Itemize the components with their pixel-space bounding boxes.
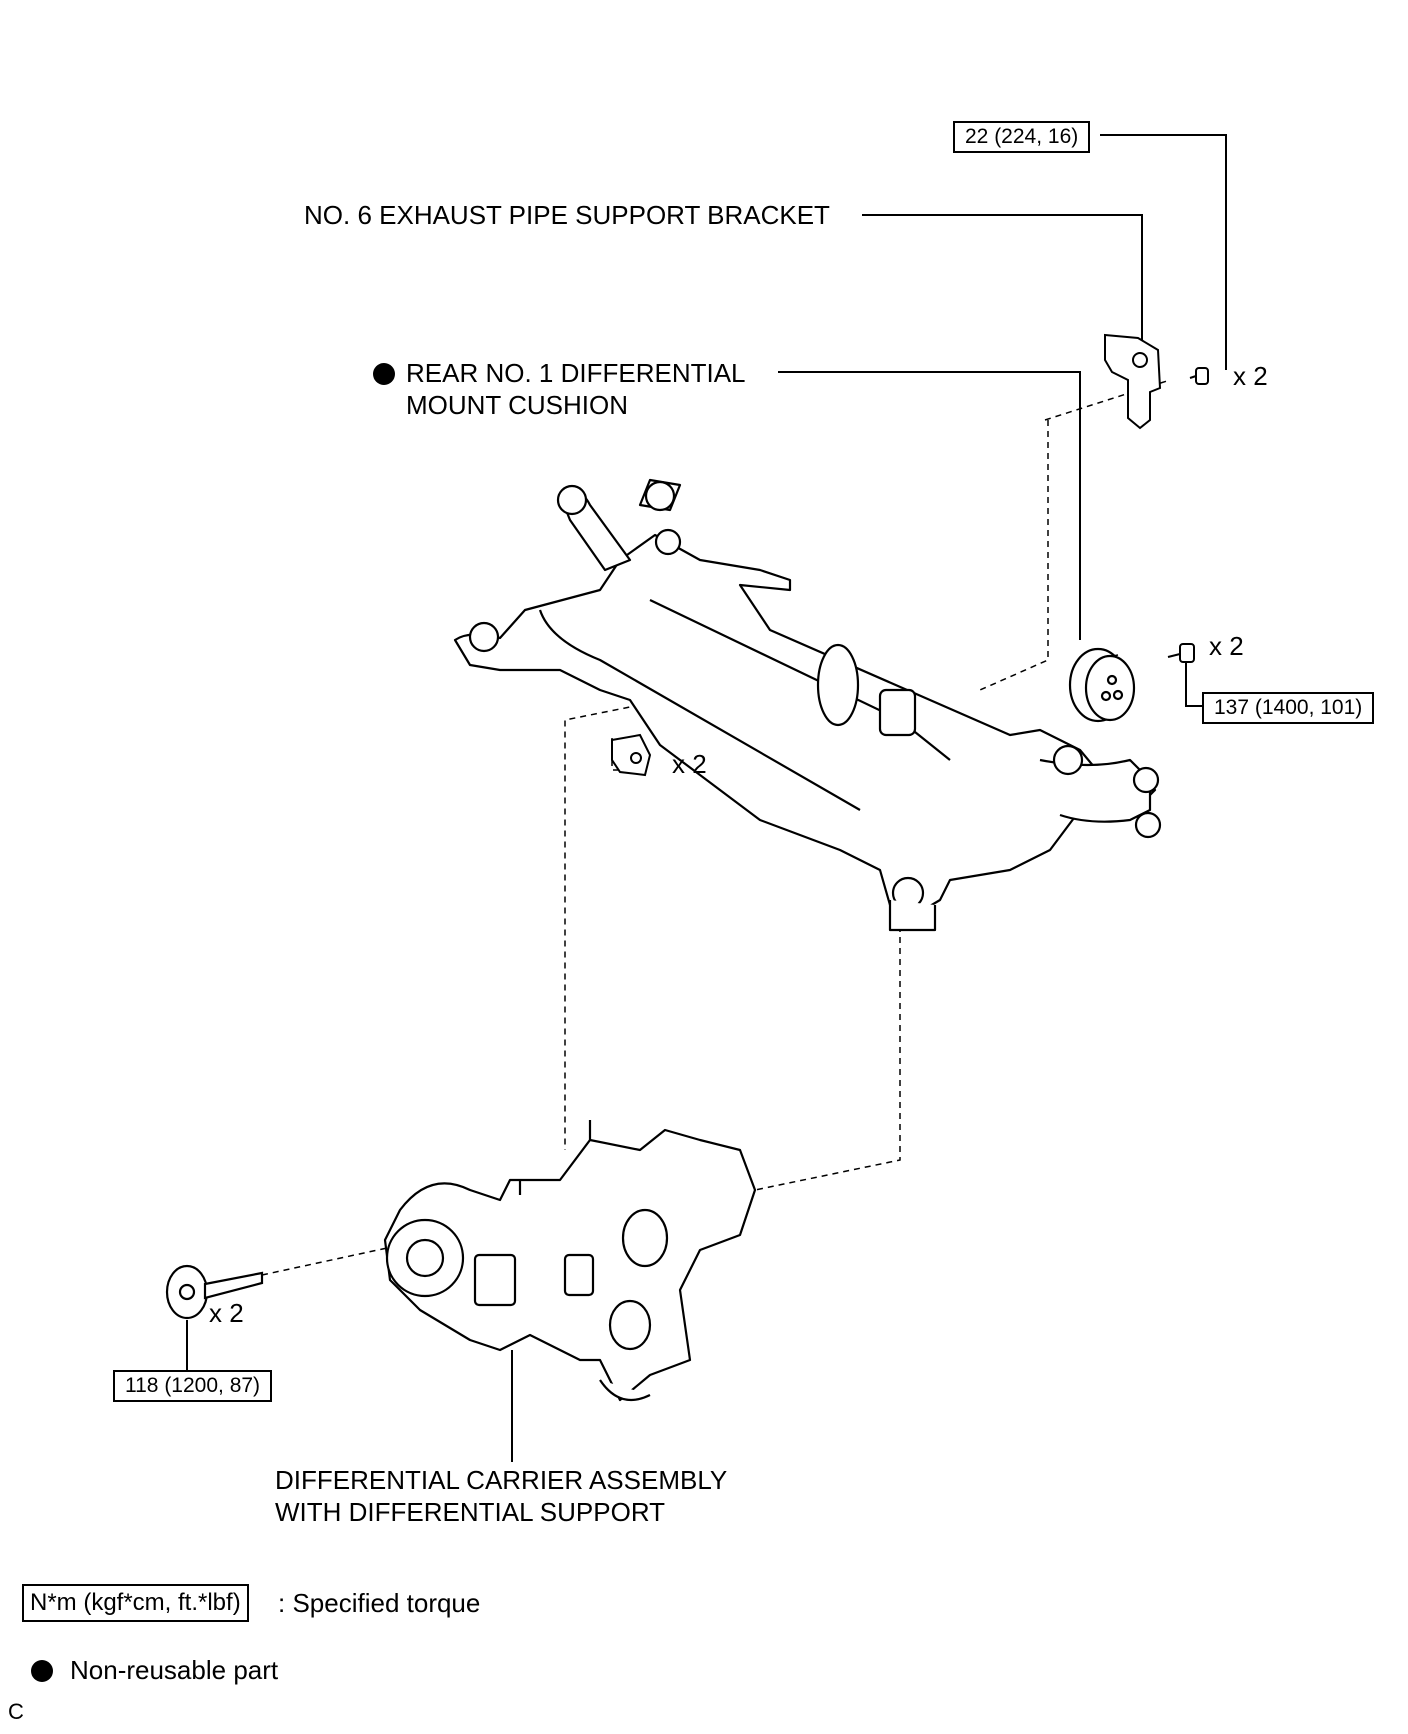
rear-subframe-shape: [453, 478, 1162, 932]
label-mount-cushion-1: REAR NO. 1 DIFFERENTIAL: [406, 358, 746, 388]
torque-carrier-bolt: 118 (1200, 87): [113, 1370, 273, 1402]
leader-bracket-label: [862, 214, 1143, 345]
torque-cushion-bolt: 137 (1400, 101): [1202, 692, 1375, 724]
guide-bracket-down: [979, 420, 1049, 691]
footer-code: C: [8, 1699, 24, 1724]
guide-right-mount: [754, 915, 901, 1191]
non-reusable-marker-cushion: [373, 363, 395, 385]
exhaust-bracket-shape: [1104, 333, 1162, 430]
qty-bracket-bolt: x 2: [1233, 361, 1268, 391]
torque-bracket-bolt: 22 (224, 16): [953, 121, 1091, 153]
cushion-bolt-shape: [1167, 643, 1195, 663]
qty-cushion-bolt: x 2: [1209, 631, 1244, 661]
bracket-bolt-shape: [1189, 367, 1209, 385]
label-carrier-2: WITH DIFFERENTIAL SUPPORT: [275, 1497, 666, 1527]
legend-non-reusable-desc: Non-reusable part: [70, 1655, 279, 1685]
qty-carrier-bolt: x 2: [209, 1298, 244, 1328]
stopper-shape: [611, 733, 652, 777]
legend-non-reusable-marker: [31, 1660, 53, 1682]
mount-cushion-shape: [1068, 647, 1136, 723]
legend-torque-desc: : Specified torque: [278, 1588, 481, 1618]
guide-carrier-bolt: [261, 1214, 541, 1276]
leader-cushion-torque: [1185, 660, 1202, 707]
label-mount-cushion-2: MOUNT CUSHION: [406, 390, 628, 420]
legend-torque-unit: N*m (kgf*cm, ft.*lbf): [22, 1584, 249, 1622]
qty-stopper: x 2: [672, 749, 707, 779]
label-exhaust-bracket: NO. 6 EXHAUST PIPE SUPPORT BRACKET: [304, 200, 830, 230]
carrier-bolt-shape: [165, 1264, 264, 1320]
label-carrier-1: DIFFERENTIAL CARRIER ASSEMBLY: [275, 1465, 728, 1495]
leader-bracket-torque: [1100, 134, 1227, 370]
guide-left-mount: [564, 704, 641, 1150]
leader-cushion-label: [778, 371, 1081, 640]
differential-carrier-shape: [383, 1120, 757, 1402]
